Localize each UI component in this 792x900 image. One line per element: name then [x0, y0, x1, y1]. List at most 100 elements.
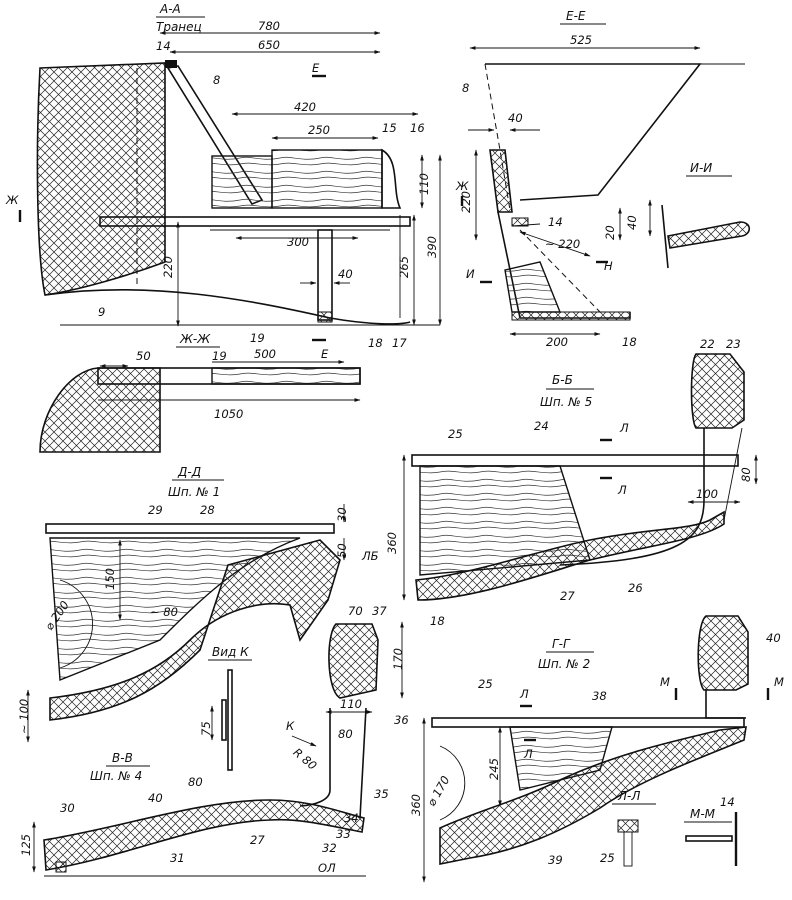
- dim-gg-dia-170: ⌀ 170: [424, 773, 452, 808]
- part-label-dd-29: 29: [148, 503, 163, 517]
- dim-aa-40: 40: [338, 267, 353, 281]
- part-label-vv-31: 31: [170, 851, 185, 865]
- cut-marker-ee-zh: Ж: [455, 179, 469, 193]
- dim-aa-780: 780: [258, 19, 280, 33]
- section-bb-subtitle: Шп. № 5: [540, 395, 592, 409]
- dim-dd-50: 50: [335, 543, 349, 558]
- dim-aa-220: 220: [161, 256, 175, 278]
- section-zhzh: Ж-Ж 50 19 500 1050: [39, 332, 361, 453]
- part-label-ee-18: 18: [622, 335, 637, 349]
- dim-aa-250: 250: [308, 123, 330, 137]
- cut-marker-zh: Ж: [5, 193, 19, 207]
- part-label-gg-39: 39: [548, 853, 563, 867]
- transom-hatched: [36, 62, 166, 296]
- section-mm: М-М 14: [684, 795, 738, 866]
- dim-dd-30: 30: [335, 507, 349, 522]
- dim-zhzh-500: 500: [254, 347, 276, 361]
- part-label-gg-38: 38: [592, 689, 607, 703]
- dim-ee-20: 20: [603, 225, 617, 240]
- dim-dd-70: 70: [348, 604, 363, 618]
- section-ee-title: Е-Е: [566, 9, 586, 23]
- part-label-gg-40: 40: [766, 631, 781, 645]
- part-label-ll-25: 25: [600, 851, 615, 865]
- section-zhzh-title: Ж-Ж: [179, 332, 211, 346]
- part-label-bb-23: 23: [726, 337, 741, 351]
- part-label-14: 14: [156, 39, 171, 53]
- part-label-vv-30: 30: [60, 801, 75, 815]
- section-aa-title: А-А: [159, 2, 181, 16]
- dim-dd-100: ~ 100: [17, 699, 31, 734]
- part-label-gg-25: 25: [478, 677, 493, 691]
- part-label-ee-14: 14: [548, 215, 563, 229]
- section-vv-title: В-В: [112, 751, 133, 765]
- section-gg-subtitle: Шп. № 2: [538, 657, 590, 671]
- part-label-bb-26: 26: [628, 581, 643, 595]
- baseline-ol: ОЛ: [318, 861, 336, 875]
- cut-marker-dd-lb: ЛБ: [361, 549, 379, 563]
- cut-marker-gg-l-top: Л: [519, 687, 529, 701]
- view-k-title: Вид К: [212, 645, 249, 659]
- dim-ee-220-approx: ~ 220: [545, 237, 580, 251]
- cut-marker-k: К: [286, 719, 295, 733]
- cut-marker-e-top: Е: [312, 61, 320, 75]
- dim-dd-150: 150: [103, 568, 117, 590]
- part-label-18: 18: [368, 336, 383, 350]
- dim-dd-110: 110: [340, 697, 362, 711]
- wood-block-15: [271, 149, 383, 209]
- section-vv: В-В Шп. № 4 30 ОЛ 125 40 80 31 27 32 33 …: [19, 707, 389, 877]
- part-label-bb-24: 24: [534, 419, 549, 433]
- part-label-vv-27: 27: [250, 833, 265, 847]
- section-gg-title: Г-Г: [552, 637, 571, 651]
- part-label-19: 19: [250, 331, 265, 345]
- section-vv-subtitle: Шп. № 4: [90, 769, 142, 783]
- dim-bb-100: 100: [696, 487, 718, 501]
- cut-marker-ee-n: Н: [604, 259, 613, 273]
- dim-ii-40: 40: [625, 215, 639, 230]
- part-label-ee-8: 8: [462, 81, 469, 95]
- part-label-15: 15: [382, 121, 397, 135]
- dim-gg-245: 245: [487, 758, 501, 780]
- view-k: Вид К 75 К: [199, 645, 317, 771]
- dim-bb-80: 80: [739, 467, 753, 482]
- cut-marker-gg-m-left: М: [660, 675, 670, 689]
- dim-vidk-75: 75: [199, 721, 213, 736]
- cut-marker-gg-l-bottom: Л: [523, 747, 533, 761]
- part-14-block: [165, 60, 177, 68]
- part-label-9: 9: [98, 305, 105, 319]
- part-label-vv-33: 33: [336, 827, 351, 841]
- section-dd-subtitle: Шп. № 1: [168, 485, 220, 499]
- dim-aa-265: 265: [397, 256, 411, 278]
- dim-vv-40: 40: [148, 791, 163, 805]
- dim-dd-80b: 80: [338, 727, 353, 741]
- section-aa: А-А Транец 780 650 14 8 420 250 15 16 30: [5, 2, 442, 361]
- part-label-vv-34: 34: [344, 811, 359, 825]
- cut-marker-bb-l-bottom: Л: [617, 483, 627, 497]
- dim-aa-420: 420: [294, 100, 316, 114]
- dim-aa-300: 300: [287, 235, 309, 249]
- dim-zhzh-50: 50: [136, 349, 151, 363]
- part-label-bb-22: 22: [700, 337, 715, 351]
- dim-dd-r80: R 80: [290, 745, 319, 773]
- dim-aa-110: 110: [417, 173, 431, 195]
- part-label-dd-28: 28: [200, 503, 215, 517]
- section-aa-subtitle: Транец: [156, 20, 202, 34]
- part-label-vv-35: 35: [374, 787, 389, 801]
- section-ll: Л-Л 25: [600, 789, 656, 867]
- part-label-16: 16: [410, 121, 425, 135]
- dim-vv-125: 125: [19, 834, 33, 856]
- section-ii-title: И-И: [690, 161, 712, 175]
- section-bb-title: Б-Б: [552, 373, 573, 387]
- dim-dd-170: 170: [391, 648, 405, 670]
- dim-ee-525: 525: [570, 33, 592, 47]
- part-label-8: 8: [213, 73, 220, 87]
- dim-zhzh-1050: 1050: [214, 407, 243, 421]
- dim-dd-80: ~ 80: [150, 605, 178, 619]
- part-label-mm-14: 14: [720, 795, 735, 809]
- cut-marker-ee-i: И: [466, 267, 475, 281]
- cut-marker-bb-l-top: Л: [619, 421, 629, 435]
- section-bb: Б-Б Шп. № 5 22 23 25 24 80 100 360 27 26…: [385, 337, 758, 628]
- dim-aa-650: 650: [258, 38, 280, 52]
- cut-marker-e-bottom: Е: [321, 347, 329, 361]
- section-ii: И-И 40: [625, 161, 751, 269]
